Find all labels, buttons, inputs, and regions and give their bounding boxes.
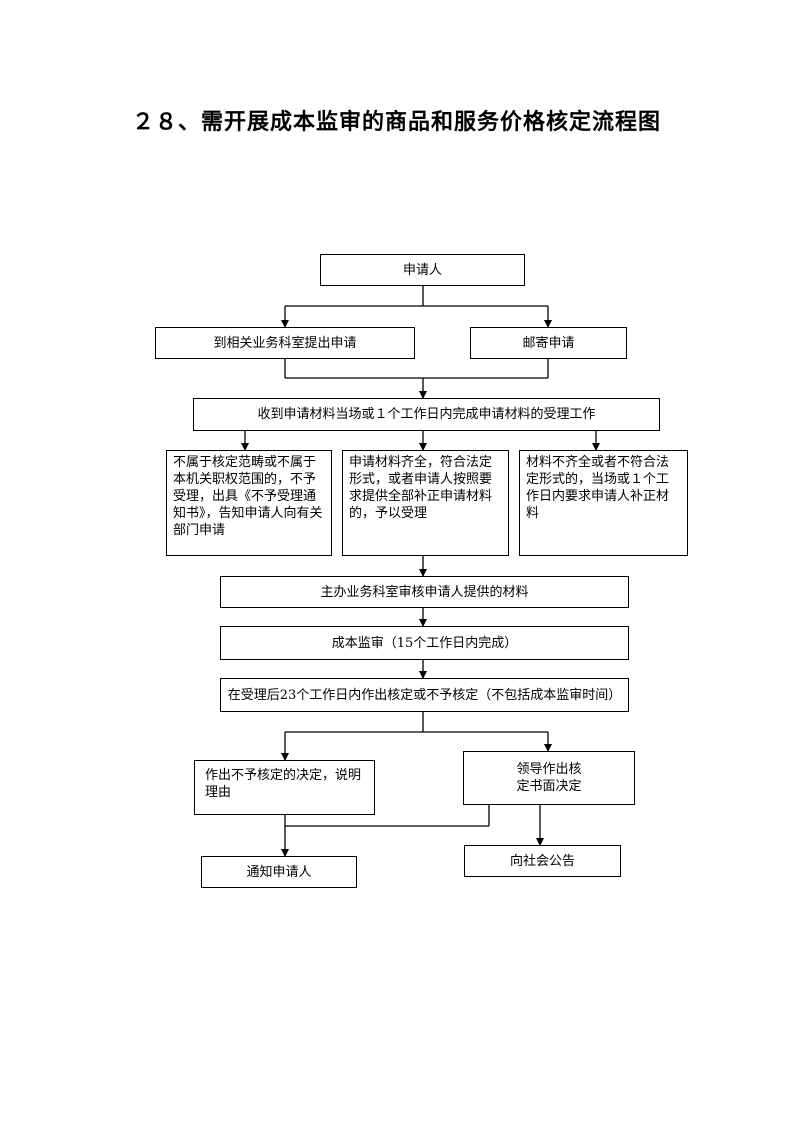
decide-label: 在受理后23个工作日内作出核定或不予核定（不包括成本监审时间） (227, 687, 622, 703)
box-applicant: 申请人 (320, 254, 525, 286)
box-no-approve: 作出不予核定的决定，说明理由 (194, 760, 375, 815)
page-title: ２８、需开展成本监审的商品和服务价格核定流程图 (131, 109, 661, 135)
box-accept: 申请材料齐全，符合法定形式，或者申请人按照要求提供全部补正申请材料的，予以受理 (342, 450, 509, 556)
box-leader: 领导作出核定书面决定 (463, 751, 635, 805)
apply-office-label: 到相关业务科室提出申请 (213, 335, 357, 351)
notify-label: 通知申请人 (246, 864, 312, 880)
receive-label: 收到申请材料当场或１个工作日内完成申请材料的受理工作 (257, 407, 596, 422)
box-reject: 不属于核定范畴或不属于本机关职权范围的，不予受理，出具《不予受理通知书》，告知申… (166, 450, 332, 556)
reject-label: 不属于核定范畴或不属于本机关职权范围的，不予受理，出具《不予受理通知书》，告知申… (173, 455, 323, 538)
box-audit: 成本监审（15个工作日内完成） (220, 626, 629, 660)
box-review: 主办业务科室审核申请人提供的材料 (220, 576, 629, 608)
apply-mail-label: 邮寄申请 (522, 335, 575, 351)
box-notify: 通知申请人 (201, 856, 357, 888)
announce-label: 向社会公告 (509, 853, 575, 869)
box-apply-office: 到相关业务科室提出申请 (155, 327, 415, 359)
applicant-label: 申请人 (402, 262, 442, 278)
accept-label: 申请材料齐全，符合法定形式，或者申请人按照要求提供全部补正申请材料的，予以受理 (349, 455, 493, 521)
review-label: 主办业务科室审核申请人提供的材料 (320, 584, 529, 600)
box-decide: 在受理后23个工作日内作出核定或不予核定（不包括成本监审时间） (220, 678, 629, 712)
box-announce: 向社会公告 (464, 845, 621, 877)
leader-label: 领导作出核定书面决定 (516, 762, 582, 794)
box-apply-mail: 邮寄申请 (470, 327, 627, 359)
box-supplement: 材料不齐全或者不符合法定形式的，当场或１个工作日内要求申请人补正材料 (519, 450, 688, 556)
supplement-label: 材料不齐全或者不符合法定形式的，当场或１个工作日内要求申请人补正材料 (526, 455, 670, 521)
audit-label: 成本监审（15个工作日内完成） (331, 635, 518, 651)
no-approve-label: 作出不予核定的决定，说明理由 (205, 768, 362, 800)
box-receive: 收到申请材料当场或１个工作日内完成申请材料的受理工作 (193, 398, 660, 431)
